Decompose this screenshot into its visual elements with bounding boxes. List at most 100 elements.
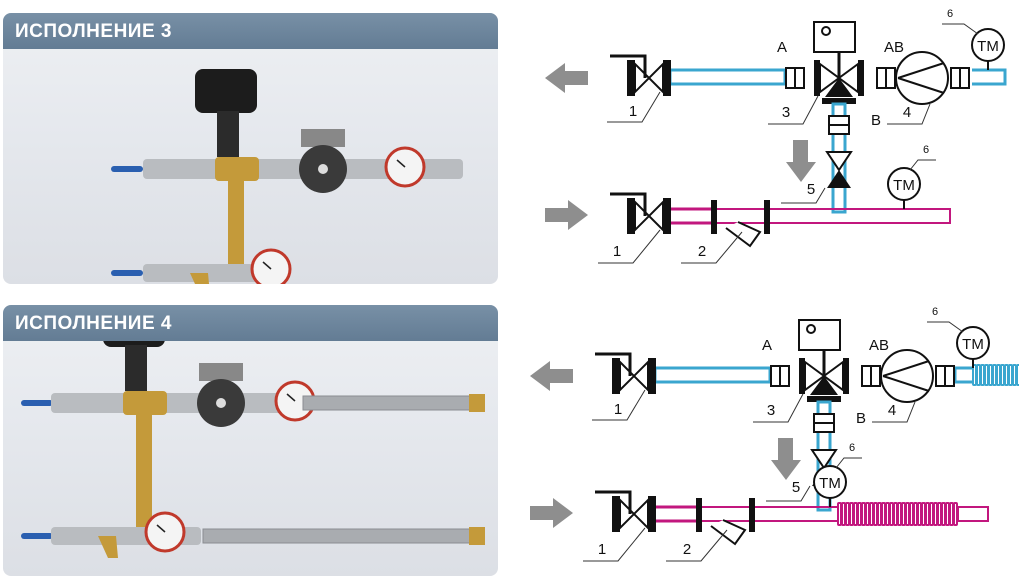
callout-line-pump (872, 401, 916, 423)
port-ab-label: AB (869, 337, 889, 354)
return-pipe-tail (957, 506, 989, 522)
thermomanometer-bottom (887, 167, 921, 201)
ball-valve-bottom-flange-r (663, 198, 671, 234)
bypass-pipe (136, 403, 152, 536)
ball-valve-bottom-body (634, 199, 664, 233)
ball-valve-bottom-flange-l (612, 496, 620, 532)
corrugated-hose-segment (980, 364, 985, 386)
mixing-valve-flange-b (807, 396, 841, 402)
callout-line-strainer (666, 529, 728, 562)
variant-3-title: ИСПОЛНЕНИЕ 3 (3, 13, 498, 49)
corrugated-hose-segment (925, 502, 930, 526)
corrugated-hose-segment (929, 502, 934, 526)
gauge-top-label: TM (977, 38, 999, 55)
mixing-valve-flange-l (814, 60, 820, 96)
ball-valve-handle-top (21, 400, 53, 406)
corrugated-hose-segment (845, 502, 850, 526)
corrugated-hose-segment (881, 502, 886, 526)
corrugated-hose-segment (988, 364, 993, 386)
corrugated-hose-segment (853, 502, 858, 526)
callout-line-valve_bottom (598, 229, 661, 264)
corrugated-hose-segment (976, 364, 981, 386)
flex-hose-top (302, 395, 474, 411)
ball-valve-bottom-handle (595, 490, 632, 514)
valve-actuator (103, 341, 165, 347)
callout-line-mixing_valve (753, 393, 804, 423)
callout-gauge_bottom: 6 (923, 144, 929, 156)
pump-terminal-box (199, 363, 243, 381)
corrugated-hose-segment (885, 502, 890, 526)
corrugated-hose-segment (837, 502, 842, 526)
corrugated-hose-segment (897, 502, 902, 526)
callout-line-strainer (681, 231, 743, 264)
corrugated-hose-segment (1012, 364, 1017, 386)
callout-valve_bottom: 1 (598, 541, 606, 558)
ball-valve-handle-bottom (111, 270, 143, 276)
mixing-unit-photo-variant-3 (111, 69, 463, 284)
callout-line-check_valve (766, 485, 811, 502)
callout-line-pump (887, 103, 931, 125)
mixing-unit-photo-variant-4 (21, 341, 485, 558)
callout-gauge_bottom: 6 (849, 442, 855, 454)
callout-valve_top: 1 (629, 103, 637, 120)
callout-check_valve: 5 (792, 479, 800, 496)
callout-gauge_top: 6 (947, 8, 953, 20)
corrugated-hose-segment (909, 502, 914, 526)
thermomanometer-top (971, 28, 1005, 62)
corrugated-hose-segment (917, 502, 922, 526)
callout-mixing_valve: 3 (782, 104, 790, 121)
check-valve-top (810, 449, 838, 470)
strainer-flange-r (749, 498, 755, 532)
ball-valve-bottom-body (619, 497, 649, 531)
ball-valve-bottom-flange-r (648, 496, 656, 532)
callout-line-valve_top (607, 91, 661, 123)
supply-pipe-top (653, 366, 772, 384)
port-ab-label: AB (884, 39, 904, 56)
corrugated-hose-segment (877, 502, 882, 526)
gauge-bottom-label: TM (893, 177, 915, 194)
strainer-body (710, 519, 747, 546)
actuator-mount (217, 111, 239, 157)
callout-line-gauge_top (927, 321, 964, 333)
thermomanometer-bottom-needle (156, 524, 166, 533)
callout-pump: 4 (903, 104, 911, 121)
corrugated-hose-segment (849, 502, 854, 526)
flex-hose-bottom (202, 528, 474, 544)
mixing-valve-flange-l (799, 358, 805, 394)
callout-gauge_top: 6 (932, 306, 938, 318)
mixing-valve-flange-r (843, 358, 849, 394)
corrugated-hose-segment (873, 502, 878, 526)
corrugated-hose-segment (901, 502, 906, 526)
actuator-icon (821, 26, 831, 36)
corrugated-hose-segment (937, 502, 942, 526)
gauge-top-label: TM (962, 336, 984, 353)
ball-valve-top-body (634, 61, 664, 95)
strainer-body (725, 221, 762, 248)
thermomanometer-top-needle (286, 393, 296, 402)
callout-line-valve_bottom (583, 527, 646, 562)
port-b-label: B (856, 410, 866, 427)
pump-center (318, 164, 328, 174)
ball-valve-handle-bottom (21, 533, 53, 539)
pump-terminal-box (301, 129, 345, 147)
ball-valve-top-flange-l (627, 60, 635, 96)
variant-4-title: ИСПОЛНЕНИЕ 4 (3, 305, 498, 341)
pump-center (216, 398, 226, 408)
callout-valve_bottom: 1 (613, 243, 621, 260)
variant-3-panel: ИСПОЛНЕНИЕ 3 (3, 13, 498, 284)
corrugated-hose-segment (945, 502, 950, 526)
ball-valve-top-flange-r (663, 60, 671, 96)
callout-line-gauge_top (942, 23, 979, 35)
callout-pump: 4 (888, 402, 896, 419)
strainer-flange-r (764, 200, 770, 234)
pump-symbol (897, 62, 945, 94)
corrugated-hose-segment (869, 502, 874, 526)
ball-valve-bottom-handle (610, 192, 647, 216)
corrugated-hose-segment (861, 502, 866, 526)
bypass-pipe (228, 169, 244, 273)
callout-line-gauge_bottom (835, 457, 862, 469)
flow-in-arrow (530, 498, 573, 528)
